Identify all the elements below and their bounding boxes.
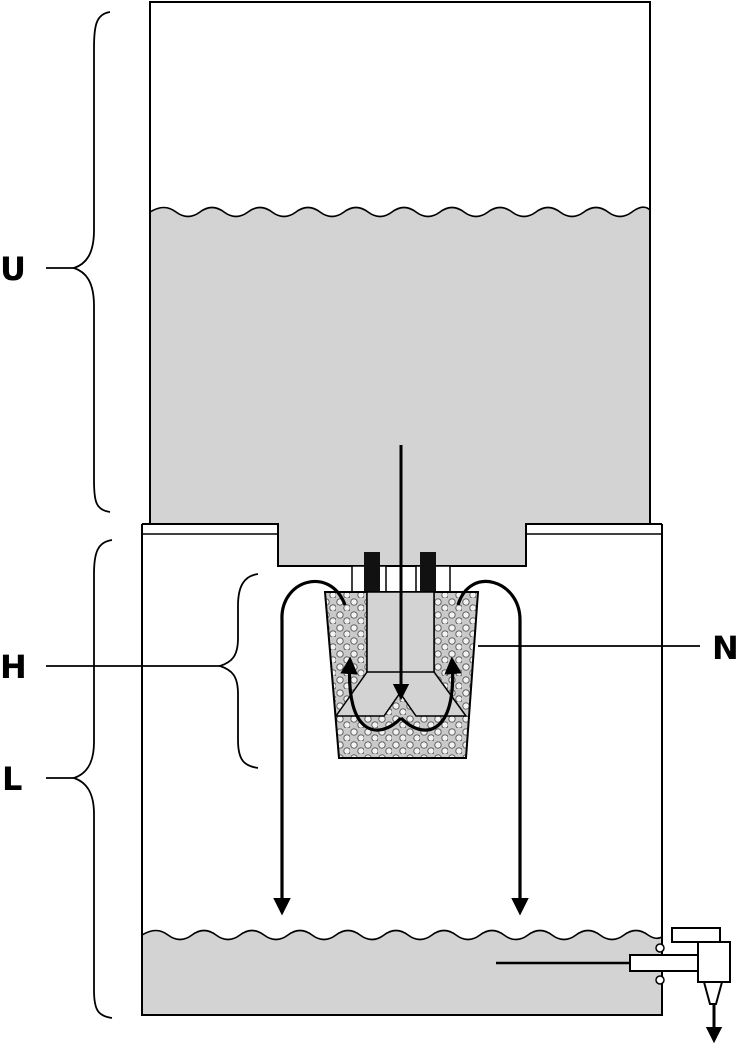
flow-arrow-inner-right: [399, 656, 462, 732]
label-nozzle: N: [712, 629, 739, 667]
brace-housing: [217, 573, 259, 769]
tap-spigot: [496, 927, 731, 1044]
flow-arrow-outer-left: [273, 579, 347, 916]
lower-water: [142, 930, 662, 1015]
lower-water-surface: [141, 929, 663, 941]
label-upper: U: [0, 250, 26, 288]
label-housing: H: [0, 648, 27, 686]
tap-handle: [671, 927, 721, 943]
tap-nozzle: [702, 981, 724, 1005]
flow-arrow-outer-right: [456, 579, 529, 916]
lower-container-outline: [141, 524, 663, 1016]
brace-lower: [71, 539, 113, 1019]
tap-body: [629, 954, 709, 972]
filter-stud-left: [364, 552, 380, 592]
leader-lines: [46, 267, 700, 779]
lower-container: [141, 523, 663, 1016]
brace-upper: [71, 11, 111, 513]
flow-arrow-inner-left: [340, 656, 403, 732]
flow-arrows: [273, 445, 529, 916]
filter-stud-right: [420, 552, 436, 592]
upper-water-surface: [149, 206, 651, 218]
label-lower: L: [2, 760, 22, 798]
upper-water: [150, 207, 650, 566]
tap-head: [697, 941, 731, 983]
